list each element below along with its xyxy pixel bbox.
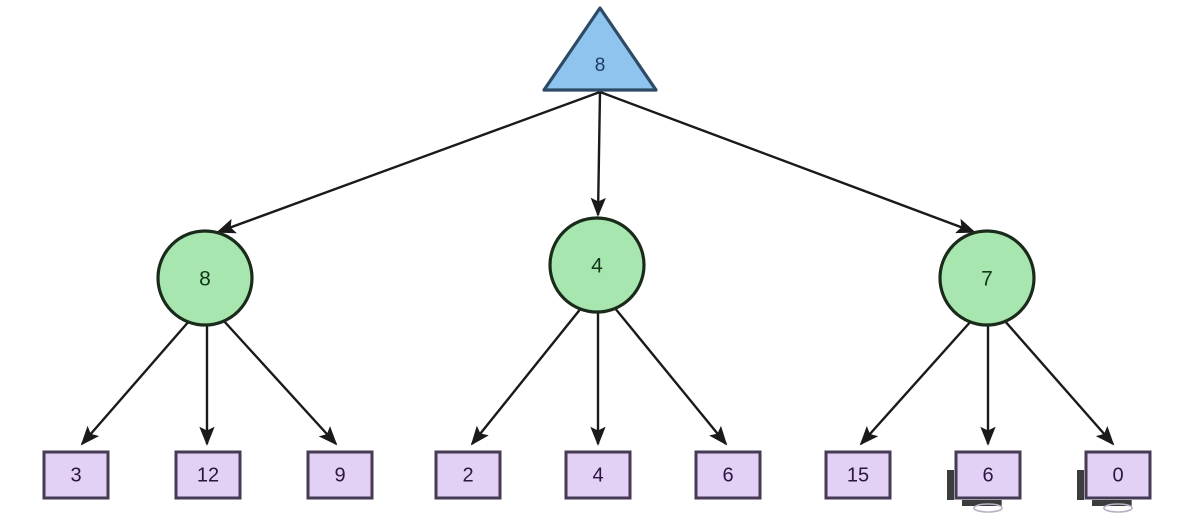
tree-edge — [599, 90, 976, 234]
branch-node-label-3: 7 — [981, 268, 993, 291]
scan-artifact-smudge-9 — [1077, 470, 1133, 513]
leaf-node-box-6[interactable] — [694, 450, 762, 500]
leaf-node-label-9: 0 — [1112, 464, 1123, 486]
edges-layer — [80, 90, 1115, 446]
scan-artifact-smudge-8 — [947, 470, 1003, 513]
root-node-triangle[interactable] — [542, 6, 658, 92]
leaf-node-box-1[interactable] — [42, 450, 110, 500]
leaf-node-box-2[interactable] — [174, 450, 242, 500]
tree-edge — [613, 306, 728, 446]
tree-edge — [859, 319, 973, 446]
leaf-node-box-5[interactable] — [564, 450, 632, 500]
root-node-label: 8 — [595, 55, 606, 76]
leaf-node-label-8: 6 — [982, 464, 993, 486]
tree-edge — [590, 91, 606, 217]
branch-node-label-2: 4 — [591, 255, 603, 278]
leaf-node-label-3: 9 — [334, 464, 345, 486]
leaf-node-label-6: 6 — [722, 464, 733, 486]
tree-edge — [80, 319, 191, 446]
leaf-node-box-4[interactable] — [434, 450, 502, 500]
tree-edge — [216, 90, 601, 234]
branch-node-circle-2[interactable] — [548, 216, 646, 314]
leaf-node-label-1: 3 — [70, 464, 81, 486]
nodes-layer: 8 8 4 7 3 12 9 2 4 6 15 6 0 — [42, 6, 1152, 513]
leaf-node-box-8[interactable] — [954, 450, 1022, 500]
leaf-node-box-3[interactable] — [306, 450, 374, 500]
branch-node-circle-3[interactable] — [938, 229, 1036, 327]
tree-edge — [222, 319, 338, 446]
tree-edge — [470, 306, 583, 446]
leaf-node-box-9[interactable] — [1084, 450, 1152, 500]
leaf-node-label-5: 4 — [592, 464, 603, 486]
leaf-node-label-4: 2 — [462, 464, 473, 486]
leaf-node-label-7: 15 — [847, 464, 869, 486]
leaf-node-label-2: 12 — [197, 464, 219, 486]
tree-edge — [1003, 319, 1115, 446]
branch-node-circle-1[interactable] — [156, 229, 254, 327]
leaf-node-box-7[interactable] — [824, 450, 892, 500]
branch-node-label-1: 8 — [199, 268, 211, 291]
